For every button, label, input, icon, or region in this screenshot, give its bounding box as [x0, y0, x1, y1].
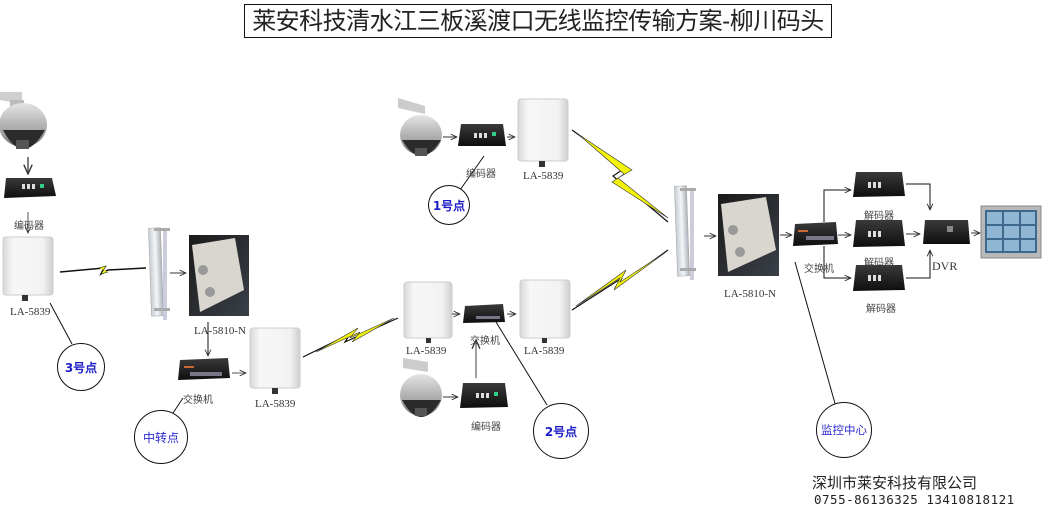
bridge-la5810n-center — [718, 194, 779, 276]
dvr-label: DVR — [932, 259, 958, 273]
decoder-label-2: 解码器 — [864, 258, 894, 269]
arrow — [823, 246, 851, 278]
panel-antenna-site3 — [2, 236, 54, 301]
switch-site2 — [463, 304, 505, 323]
panel-antenna-site1 — [517, 98, 569, 167]
encoder-label-site1: 编码器 — [466, 169, 496, 180]
switch-label-site2: 交换机 — [470, 336, 500, 347]
decoder-label-3: 解码器 — [866, 304, 896, 315]
arrow — [906, 250, 930, 279]
decoder-1 — [853, 172, 905, 197]
panel-antenna-site2-left — [403, 281, 453, 343]
bridge-label-relay: LA-5810-N — [194, 325, 246, 337]
site-badge-2: 2号点 — [533, 403, 589, 459]
bridge-label-center: LA-5810-N — [724, 288, 776, 300]
dvr — [923, 220, 970, 244]
switch-label-relay: 交换机 — [183, 395, 213, 406]
panel-antenna-site2-right — [519, 279, 571, 343]
company-name: 深圳市莱安科技有限公司 — [812, 474, 978, 492]
site-badge-center: 监控中心 — [816, 402, 872, 458]
callout-line — [495, 321, 548, 406]
antenna-label-site2-right: LA-5839 — [524, 345, 565, 357]
switch-label-center: 交换机 — [804, 264, 834, 275]
ptz-camera-site1 — [398, 98, 442, 156]
encoder-site1 — [458, 124, 506, 146]
antenna-label-site1: LA-5839 — [523, 170, 564, 182]
panel-antenna-relay — [249, 327, 301, 394]
sector-antenna-relay — [148, 227, 170, 320]
company-phone: 0755-86136325 13410818121 — [814, 492, 1015, 507]
arrow — [823, 190, 851, 222]
sector-antenna-center — [674, 185, 696, 280]
video-wall-monitor — [980, 205, 1042, 259]
site-badge-3: 3号点 — [57, 343, 105, 391]
encoder-label-site3: 编码器 — [14, 221, 44, 232]
bridge-la5810n-relay — [189, 235, 249, 316]
decoder-label-1: 解码器 — [864, 211, 894, 222]
callout-line — [49, 302, 73, 345]
diagram-title: 莱安科技清水江三板溪渡口无线监控传输方案-柳川码头 — [244, 4, 832, 38]
encoder-site3 — [4, 178, 56, 198]
ptz-camera-site2 — [400, 358, 442, 417]
callout-line — [794, 261, 837, 408]
antenna-label-site3: LA-5839 — [10, 306, 51, 318]
encoder-label-site2: 编码器 — [471, 422, 501, 433]
callout-line — [459, 155, 485, 191]
arrow — [906, 183, 930, 210]
encoder-site2 — [460, 383, 508, 408]
decoder-2 — [853, 220, 905, 247]
switch-relay — [178, 358, 230, 380]
site-badge-1: 1号点 — [428, 185, 470, 225]
antenna-label-relay: LA-5839 — [255, 398, 296, 410]
antenna-label-site2-left: LA-5839 — [406, 345, 447, 357]
ptz-camera-site3 — [0, 92, 47, 149]
decoder-3 — [853, 265, 905, 291]
switch-center — [793, 222, 838, 246]
site-badge-relay: 中转点 — [134, 410, 188, 464]
